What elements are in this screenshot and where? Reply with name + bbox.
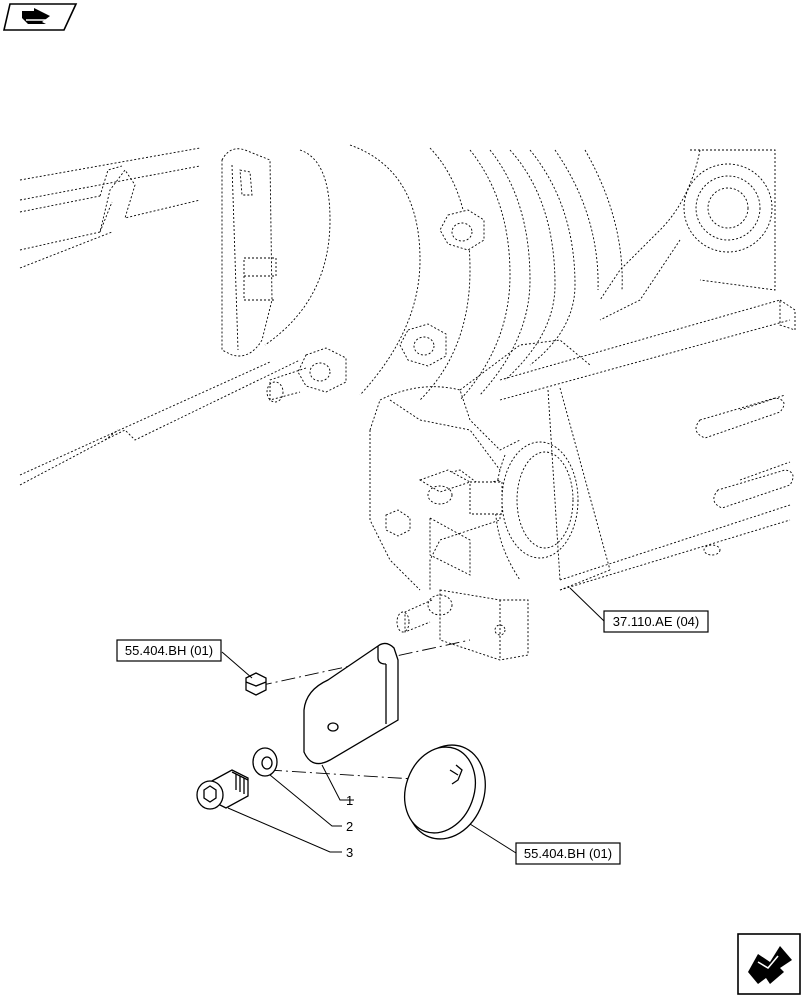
item-number-3: 3 bbox=[346, 845, 353, 860]
cap-screw-part[interactable] bbox=[196, 769, 249, 810]
leader-item2 bbox=[269, 774, 342, 827]
assembly-centerline-lower bbox=[267, 769, 431, 781]
item-number-1: 1 bbox=[346, 793, 353, 808]
ref-label-top[interactable]: 55.404.BH (01) bbox=[116, 639, 222, 662]
ref-label-frame[interactable]: 37.110.AE (04) bbox=[603, 610, 709, 633]
navigation-arrow-icon[interactable] bbox=[2, 3, 78, 31]
nut-part[interactable] bbox=[245, 672, 267, 696]
ref-label-frame-text: 37.110.AE (04) bbox=[613, 614, 699, 629]
cover-plate-part[interactable] bbox=[303, 642, 399, 765]
washer-part[interactable] bbox=[252, 747, 278, 777]
leader-cap-ref bbox=[469, 823, 517, 854]
ref-label-cap-text: 55.404.BH (01) bbox=[524, 846, 612, 861]
context-assembly bbox=[19, 144, 796, 661]
item-number-2: 2 bbox=[346, 819, 353, 834]
leader-top-ref bbox=[221, 651, 253, 679]
leader-frame-ref bbox=[569, 587, 605, 622]
leader-item1 bbox=[321, 764, 354, 801]
cap-plug-part[interactable] bbox=[393, 734, 498, 850]
leader-item3 bbox=[227, 807, 342, 853]
ref-label-top-text: 55.404.BH (01) bbox=[125, 643, 213, 658]
next-page-arrow-icon[interactable] bbox=[737, 933, 801, 995]
ref-label-cap[interactable]: 55.404.BH (01) bbox=[515, 842, 621, 865]
